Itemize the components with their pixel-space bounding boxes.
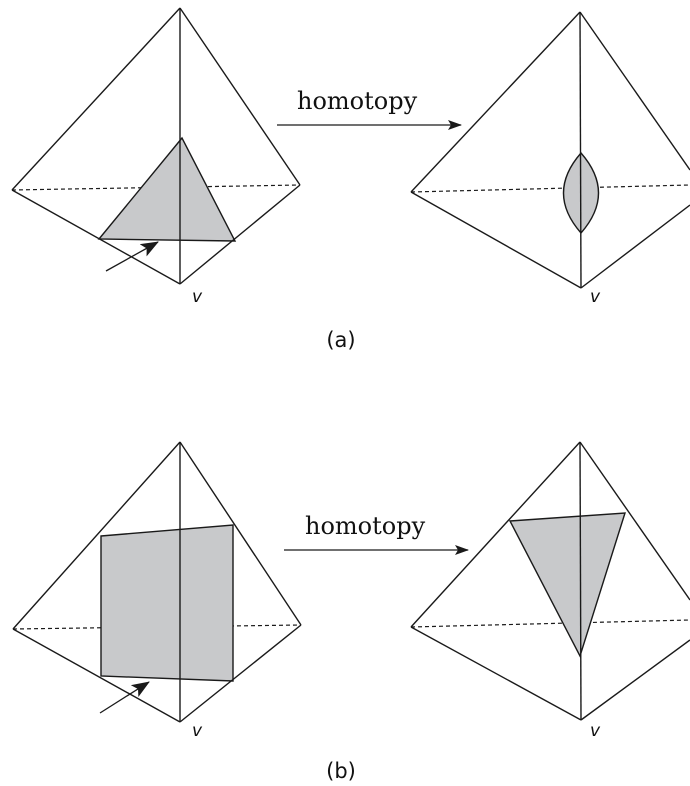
panel-a-pointer-arrow (105, 241, 159, 272)
panel-b-right-hidden-edge (410, 619, 690, 628)
panel-a-right-vertex-label: v (590, 287, 601, 307)
panel-a-right-tetrahedron: v (410, 11, 690, 307)
panel-b-left-hidden-edge (12, 624, 302, 630)
panel-b-right-vertical-edge (579, 441, 582, 721)
panel-b-left-tetrahedron: v (12, 441, 302, 741)
panel-a-homotopy-arrow: homotopy (277, 87, 462, 130)
panel-a-left-hidden-edge (11, 184, 301, 191)
panel-a-right-edge (580, 204, 690, 289)
panel-b-homotopy-arrow: homotopy (284, 512, 469, 555)
panel-b-right-tetrahedron: v (410, 441, 690, 741)
panel-a-left-tetrahedron: v (11, 7, 301, 307)
panel-b-left-edge (179, 624, 302, 723)
panel-a-right-vertical-edge (579, 11, 582, 289)
panel-b-right-edge (579, 441, 690, 601)
panel-b-left-vertex-label: v (192, 721, 203, 741)
panel-a-right-edge (579, 11, 690, 171)
panel-a: v homotopy v (a) (11, 7, 690, 352)
panel-a-homotopy-label: homotopy (297, 87, 418, 115)
panel-b-left-edge (179, 441, 302, 626)
panel-b-caption: (b) (326, 759, 356, 783)
panel-a-left-edge (179, 7, 301, 186)
panel-b-right-edge (580, 639, 690, 721)
panel-b-right-edge (410, 626, 582, 721)
panel-b-left-edge (12, 441, 181, 630)
panel-a-left-edge (11, 7, 181, 191)
panel-b-right-vertex-label: v (590, 721, 601, 741)
panel-b-right-shaded-triangle (508, 512, 626, 658)
panel-b-homotopy-label: homotopy (305, 512, 426, 540)
panel-b-left-shaded-quadrilateral (100, 524, 234, 682)
panel-a-caption: (a) (326, 328, 355, 352)
panel-a-right-edge (410, 11, 581, 193)
panel-b-left-edge (12, 628, 181, 723)
panel-a-left-vertex-label: v (192, 287, 203, 307)
panel-b-right-edge (410, 441, 581, 628)
panel-b-pointer-arrow (99, 681, 150, 714)
panel-a-right-hidden-edge (410, 184, 690, 193)
panel-a-right-edge (410, 191, 582, 289)
panel-b: v homotopy v (b) (12, 441, 690, 783)
panel-a-left-shaded-triangle (97, 136, 237, 242)
panel-a-left-edge (11, 189, 181, 285)
panel-a-left-edge (179, 184, 301, 285)
